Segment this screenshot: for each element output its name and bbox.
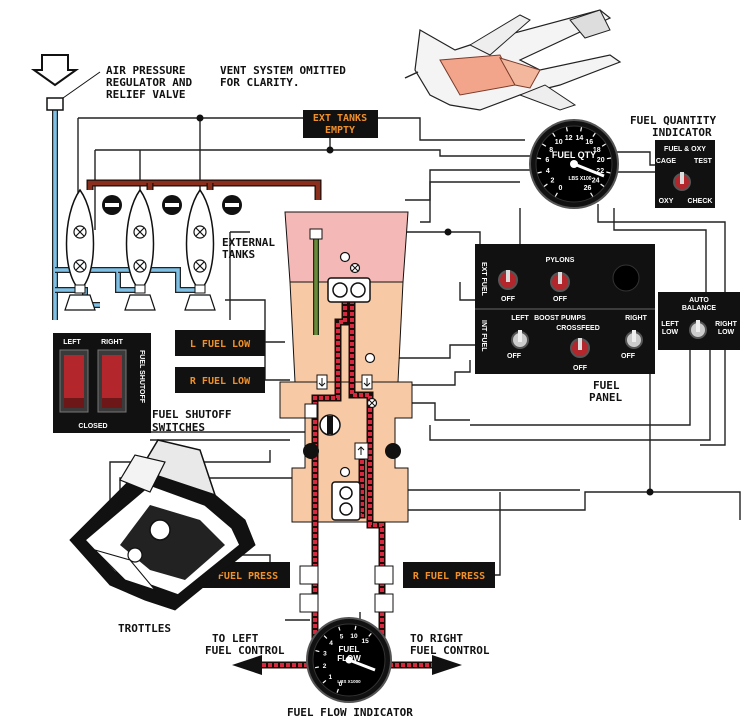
air-valve-label-3: RELIEF VALVE (106, 88, 185, 101)
shutoff-label-2: SWITCHES (152, 421, 205, 434)
int-fuel-label: INT FUEL (480, 320, 487, 352)
fuel-panel-label-2: PANEL (589, 391, 622, 404)
auto-balance-left-label: LEFT (661, 321, 679, 328)
fuel-qty-scale-label: 26 (584, 185, 592, 192)
auto-balance-right-low-label: LOW (718, 329, 735, 336)
fuel-qty-scale-label: 24 (592, 178, 600, 185)
air-pressure-regulator (34, 55, 100, 110)
arrow-to-left-control (232, 655, 262, 675)
fuel-oxy-title: FUEL & OXY (664, 146, 706, 153)
fuel-qty-scale-label: 14 (576, 135, 584, 142)
fuel-qty-scale-label: 16 (585, 139, 593, 146)
fuel-flow-scale-label: 5 (340, 633, 344, 640)
ext-tanks-empty-light: EXT TANKS EMPTY (303, 110, 378, 138)
fuel-flow-scale-label: 1 (328, 674, 332, 681)
crossfeed-label: CROSSFEED (556, 325, 600, 332)
fuel-flow-title-1: FUEL (339, 645, 360, 654)
boost-right-off-label: OFF (621, 353, 636, 360)
fuel-quantity-gauge: 02468101214161820222426 FUEL QTY LBS X10… (530, 120, 618, 208)
r-fuel-low-text: R FUEL LOW (190, 376, 251, 387)
check-valves (102, 195, 242, 215)
fuel-qty-scale-tick (581, 127, 582, 131)
fuel-oxy-test: TEST (694, 158, 713, 165)
fuel-shutoff-panel: LEFT RIGHT CLOSED FUEL SHUTOFF (53, 333, 151, 433)
pylons-switch[interactable] (551, 272, 569, 291)
shutoff-vertical-label: FUEL SHUTOFF (138, 350, 145, 404)
ext-fuel-switch[interactable] (499, 270, 517, 289)
fuel-flow-scale-tick (315, 667, 319, 668)
boost-right-label: RIGHT (625, 315, 648, 322)
fuel-flow-scale-label: 4 (329, 640, 333, 647)
fuel-oxy-panel: FUEL & OXY CAGE TEST OXY CHECK (655, 140, 715, 208)
crossfeed-switch[interactable] (571, 338, 589, 357)
fuel-qty-scale-label: 6 (545, 157, 549, 164)
fuel-flow-scale-tick (355, 626, 356, 630)
aircraft-illustration (405, 10, 620, 110)
auto-balance-right-label: RIGHT (715, 321, 738, 328)
shutoff-switch-right[interactable] (98, 350, 126, 412)
r-fuel-press-text: R FUEL PRESS (413, 571, 485, 582)
r-fuel-low-light: R FUEL LOW (175, 367, 265, 393)
shutoff-closed-label: CLOSED (78, 423, 107, 430)
fuel-flow-indicator-label: FUEL FLOW INDICATOR (287, 706, 413, 719)
fuel-qty-scale-label: 10 (555, 139, 563, 146)
fuel-flow-scale-label: 10 (350, 633, 358, 640)
to-left-label-2: FUEL CONTROL (205, 644, 285, 657)
fuel-panel: EXT FUEL PYLONS OFF OFF BOOST PUMPS CROS… (475, 244, 655, 374)
fuel-flow-scale-label: 3 (323, 651, 327, 658)
pylons-label: PYLONS (546, 257, 575, 264)
throttles-label: TROTTLES (118, 622, 171, 635)
shutoff-switch-left[interactable] (60, 350, 88, 412)
crossfeed-off-label: OFF (573, 365, 588, 372)
fuel-qty-scale-label: 4 (546, 168, 550, 175)
shutoff-label-1: FUEL SHUTOFF (152, 408, 231, 421)
fuel-qty-scale-tick (537, 158, 541, 159)
l-fuel-low-light: L FUEL LOW (175, 330, 265, 356)
ext-fuel-label: EXT FUEL (480, 262, 487, 297)
shutoff-left-label: LEFT (63, 339, 81, 346)
fuel-oxy-cage: CAGE (656, 158, 677, 165)
arrow-to-right-control (432, 655, 462, 675)
l-fuel-low-text: L FUEL LOW (190, 339, 251, 350)
fuel-oxy-oxy: OXY (659, 198, 674, 205)
boost-left-off-label: OFF (507, 353, 522, 360)
fuel-qty-units: LBS X100 (568, 176, 591, 182)
fuel-flow-scale-label: 15 (361, 638, 369, 645)
vent-note-2: FOR CLARITY. (220, 76, 299, 89)
auto-balance-panel: AUTO BALANCE LEFT LOW RIGHT LOW (658, 292, 740, 350)
auto-balance-title-2: BALANCE (682, 305, 717, 312)
auto-balance-left-low-label: LOW (662, 329, 679, 336)
ext-fuel-off-label: OFF (501, 296, 516, 303)
ext-tanks-empty-text-2: EMPTY (325, 125, 355, 136)
fuel-qty-scale-label: 0 (559, 185, 563, 192)
fuel-qty-scale-tick (607, 158, 611, 159)
ext-tanks-empty-text-1: EXT TANKS (313, 113, 367, 124)
boost-left-label: LEFT (511, 315, 529, 322)
auto-balance-title-1: AUTO (689, 297, 709, 304)
panel-blank-indicator (613, 265, 639, 291)
fuel-flow-units: LBS X1000 (337, 679, 361, 684)
fuel-flow-scale-label: 2 (323, 663, 327, 670)
fuel-qty-scale-label: 12 (565, 135, 573, 142)
pylons-off-label: OFF (553, 296, 568, 303)
r-fuel-press-light: R FUEL PRESS (403, 562, 495, 588)
fqi-label-2: INDICATOR (652, 126, 712, 139)
boost-pumps-label: BOOST PUMPS (534, 315, 586, 322)
fuel-qty-title: FUEL QTY (552, 150, 596, 160)
fuel-qty-scale-label: 2 (550, 178, 554, 185)
fuel-qty-scale-label: 20 (597, 157, 605, 164)
fuel-oxy-check: CHECK (688, 198, 713, 205)
to-right-label-2: FUEL CONTROL (410, 644, 490, 657)
shutoff-right-label: RIGHT (101, 339, 124, 346)
fuel-qty-scale-tick (567, 127, 568, 131)
external-tanks-label-2: TANKS (222, 248, 255, 261)
